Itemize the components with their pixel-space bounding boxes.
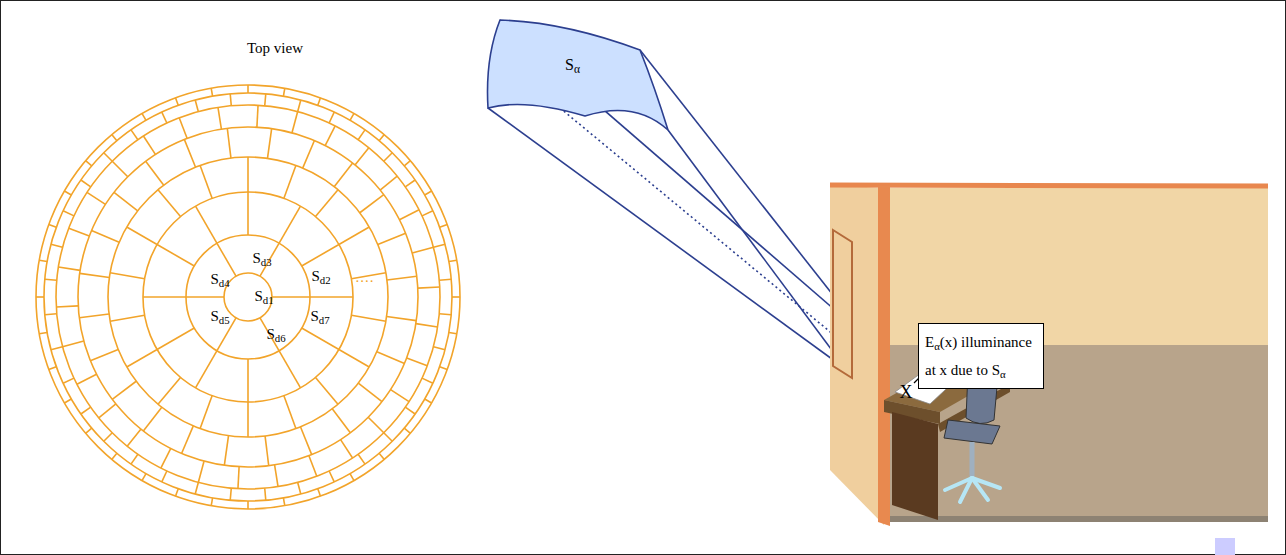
- view-rays: [488, 20, 870, 396]
- sector-label: Sd3: [252, 250, 271, 267]
- view-title: Top view: [247, 40, 303, 57]
- callout-box: Eα(x) illuminance at x due to Sα: [918, 323, 1044, 389]
- point-mark: X: [900, 383, 913, 403]
- sector-label: Sd6: [266, 326, 285, 343]
- sector-label: Sd5: [210, 308, 229, 325]
- sector-label: Sd7: [310, 308, 329, 325]
- room: [830, 185, 1268, 526]
- ellipsis: ....: [356, 269, 375, 286]
- sector-label: Sd1: [254, 288, 273, 305]
- patch-label: Sα: [565, 56, 580, 74]
- patch-outline: [485, 18, 675, 134]
- sky-dome: [36, 85, 460, 509]
- callout-text: Eα(x) illuminance at x due to Sα: [925, 328, 1037, 384]
- sector-label: Sd4: [210, 271, 229, 288]
- sky-patch: Sα: [485, 18, 675, 134]
- sector-label: Sd2: [311, 268, 330, 285]
